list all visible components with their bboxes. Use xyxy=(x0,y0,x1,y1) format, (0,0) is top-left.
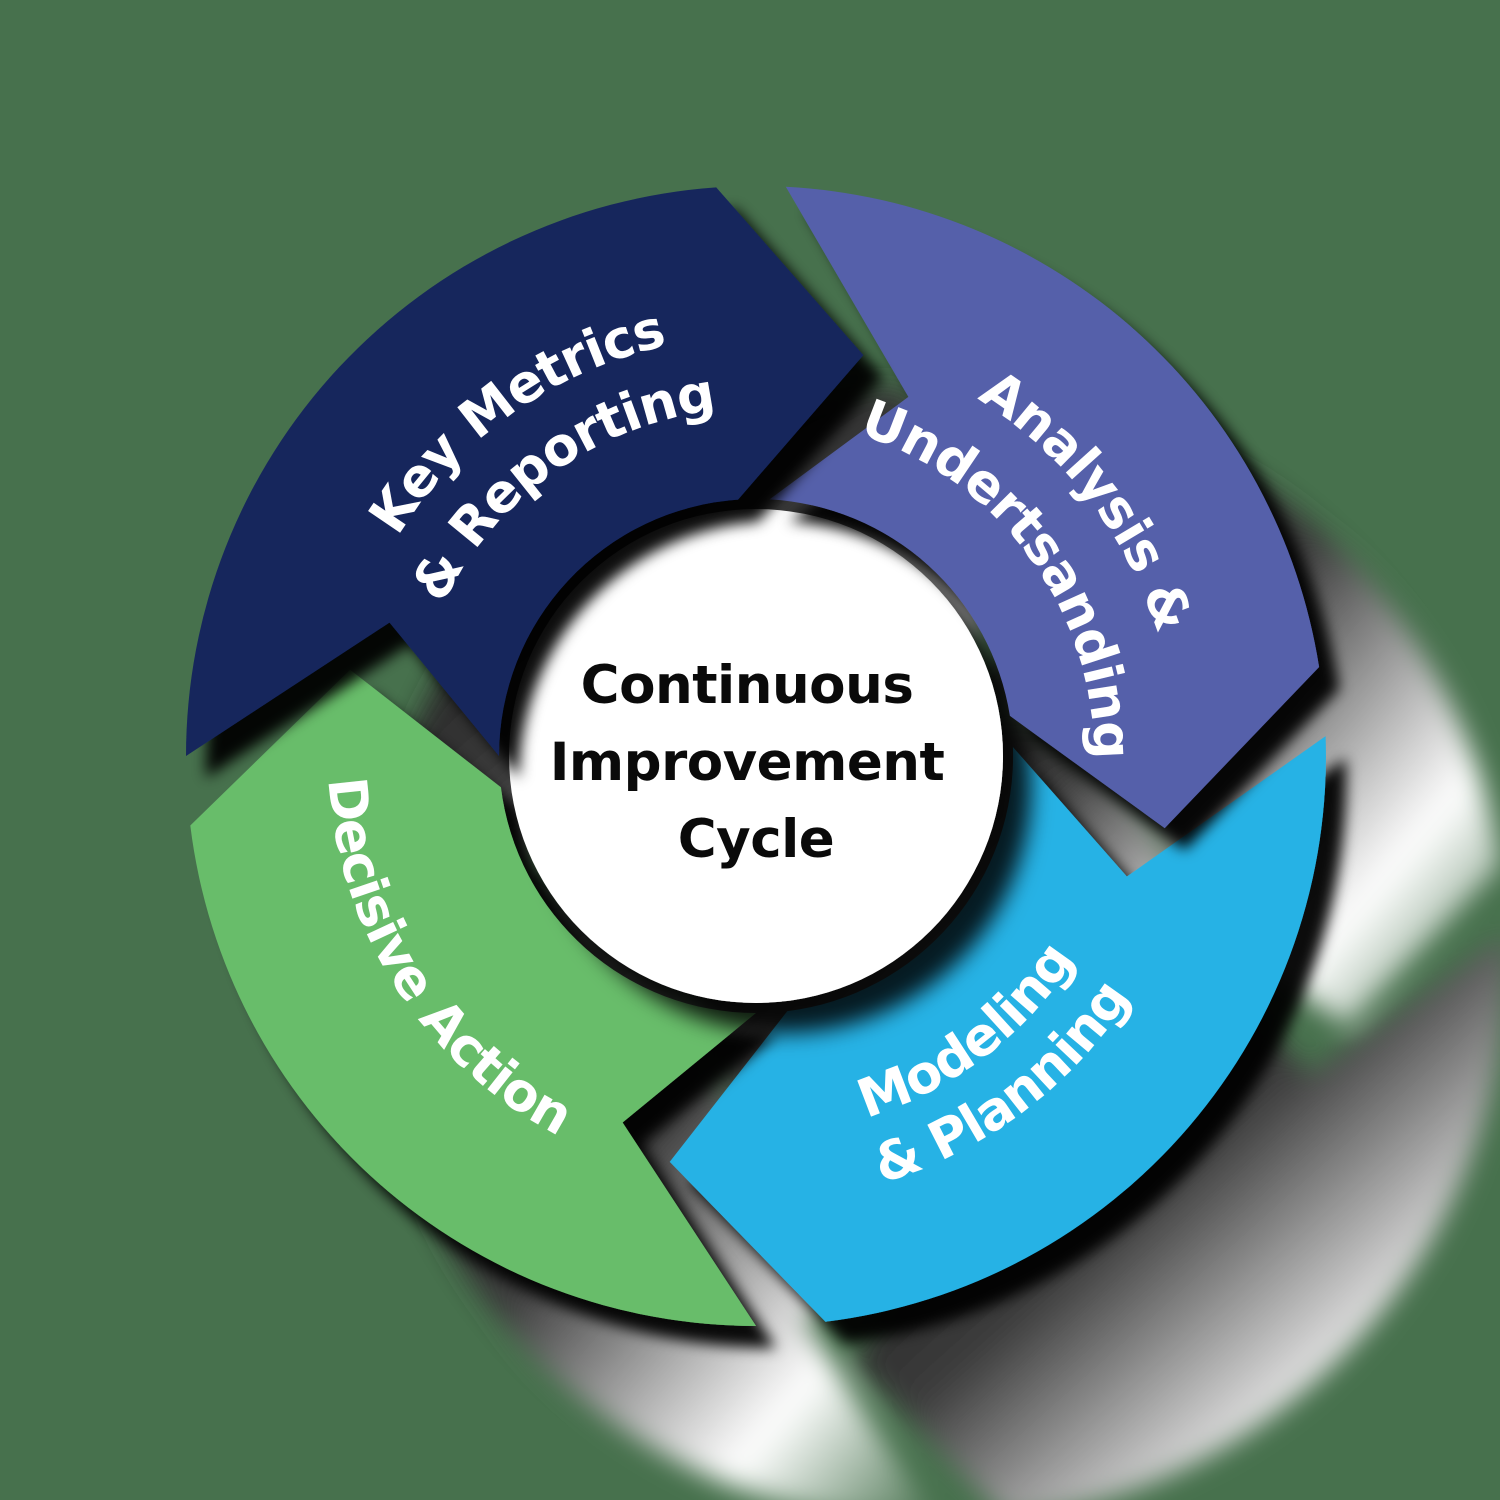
center-title-line2: Improvement xyxy=(550,732,945,793)
center-title-line3: Cycle xyxy=(678,809,834,870)
center-title: Continuous Improvement Cycle xyxy=(550,655,963,870)
center-title-line1: Continuous xyxy=(581,655,914,716)
